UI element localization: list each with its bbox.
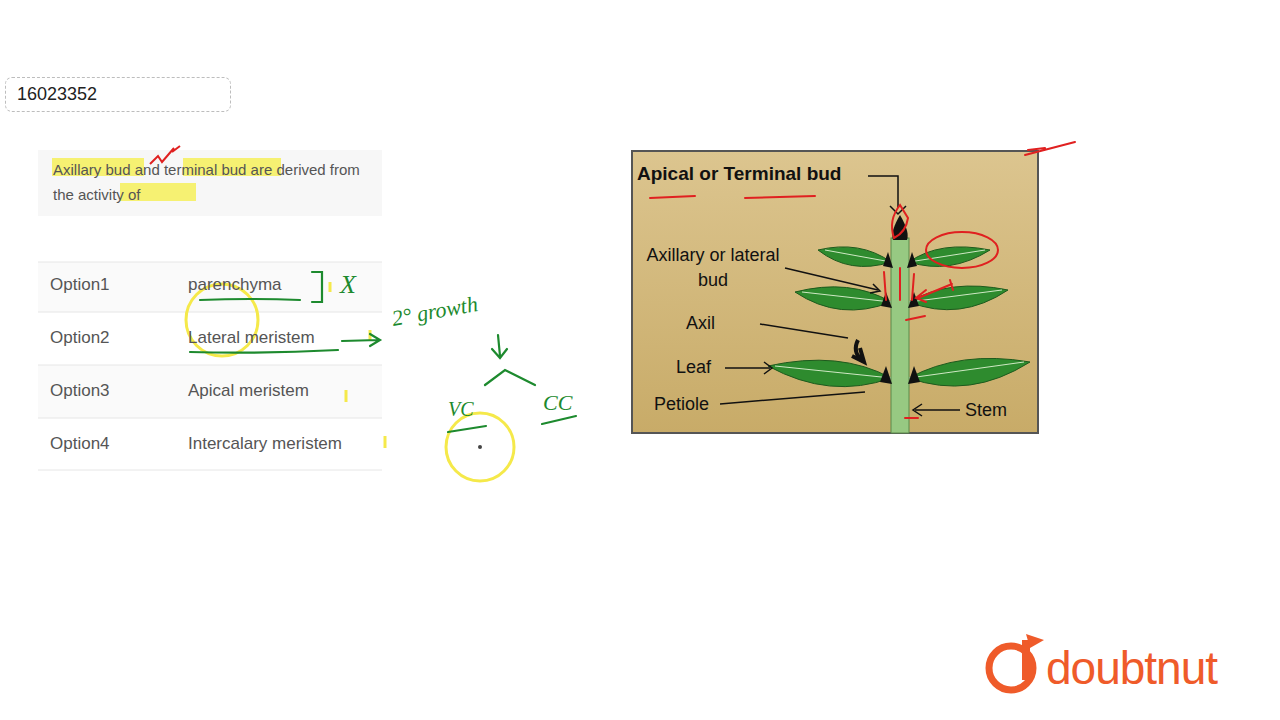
part-label: Leaf bbox=[676, 357, 711, 378]
pen-marks bbox=[186, 282, 514, 481]
table-row bbox=[38, 262, 382, 312]
option-text: Intercalary meristem bbox=[188, 434, 342, 454]
leader-lines bbox=[720, 176, 960, 416]
part-label: Axil bbox=[686, 313, 715, 334]
leaves bbox=[768, 247, 1030, 387]
part-label: Petiole bbox=[654, 394, 709, 415]
table-row bbox=[38, 365, 382, 418]
handwritten-note: 2° growth bbox=[390, 291, 480, 332]
logo-text: doubtnut bbox=[1046, 640, 1217, 696]
question-ground bbox=[38, 150, 382, 216]
question-box: Axillary bud and terminal bud are derive… bbox=[38, 150, 382, 216]
id-box: 16023352 bbox=[5, 77, 231, 112]
question-id: 16023352 bbox=[17, 84, 219, 105]
option-text: Lateral meristem bbox=[188, 328, 315, 348]
handwritten-note: X bbox=[340, 270, 356, 300]
buds bbox=[880, 215, 920, 384]
table-lines bbox=[38, 262, 382, 470]
handwritten-note: VC bbox=[448, 398, 474, 421]
option-number: Option2 bbox=[50, 328, 110, 348]
option-number: Option3 bbox=[50, 381, 110, 401]
handwritten-note: CC bbox=[543, 390, 572, 416]
option-text: parenchyma bbox=[188, 275, 282, 295]
option-number: Option4 bbox=[50, 434, 110, 454]
plant-panel bbox=[632, 151, 1038, 433]
part-label: Apical or Terminal bud bbox=[637, 163, 841, 185]
logo-icon bbox=[989, 634, 1044, 690]
plant-diagram: Apical or Terminal budAxillary or latera… bbox=[632, 151, 1038, 433]
green-annotations bbox=[190, 272, 576, 432]
pointer-dot bbox=[478, 445, 482, 449]
question-text: Axillary bud and terminal bud are derive… bbox=[53, 157, 375, 207]
axil-arrow bbox=[852, 340, 864, 362]
option-number: Option1 bbox=[50, 275, 110, 295]
part-label: Axillary or lateral bud bbox=[640, 243, 786, 293]
leaf-veins bbox=[775, 250, 1024, 378]
option-text: Apical meristem bbox=[188, 381, 309, 401]
part-label: Stem bbox=[965, 400, 1007, 421]
